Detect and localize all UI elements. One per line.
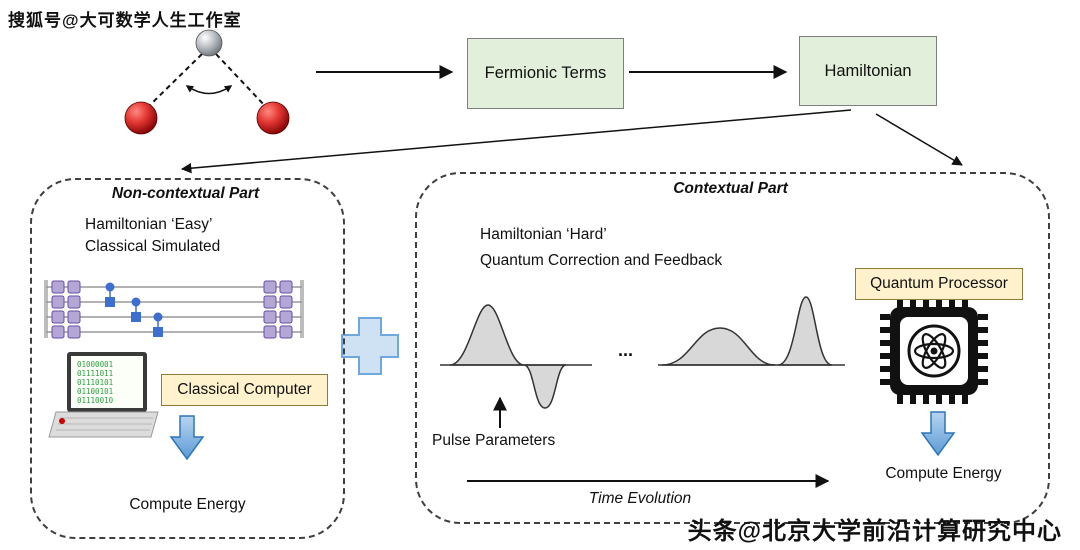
left-compute-energy: Compute Energy bbox=[129, 496, 246, 513]
hamiltonian-box: Hamiltonian bbox=[799, 36, 937, 106]
classical-computer-label: Classical Computer bbox=[177, 381, 312, 398]
left-panel-line1: Hamiltonian ‘Easy’ bbox=[85, 216, 213, 233]
pulse-parameters-label: Pulse Parameters bbox=[432, 432, 556, 449]
contextual-panel bbox=[415, 172, 1050, 524]
binary-line: 01000001 bbox=[77, 360, 113, 369]
non-contextual-panel bbox=[30, 178, 345, 539]
binary-line: 01100101 bbox=[77, 387, 113, 396]
fermionic-terms-label: Fermionic Terms bbox=[484, 64, 607, 82]
contextual-title: Contextual Part bbox=[673, 180, 788, 197]
non-contextual-title: Non-contextual Part bbox=[111, 185, 260, 202]
plus-sign-icon bbox=[341, 317, 399, 375]
laptop-binary-icon: 01000001 01111011 01110101 01100101 0111… bbox=[48, 352, 159, 438]
binary-line: 01110101 bbox=[77, 378, 113, 387]
binary-line: 01111011 bbox=[77, 369, 113, 378]
ellipsis-dots: ... bbox=[618, 340, 634, 360]
time-evolution-label: Time Evolution bbox=[588, 490, 692, 507]
flow-arrows bbox=[180, 65, 963, 174]
right-panel-line2: Quantum Correction and Feedback bbox=[480, 252, 723, 269]
pulse-waveform-2 bbox=[658, 296, 845, 366]
quantum-processor-label: Quantum Processor bbox=[870, 275, 1008, 292]
watermark-bottom: 头条@北京大学前沿计算研究中心 bbox=[687, 518, 1062, 545]
water-molecule-icon bbox=[124, 29, 290, 135]
blue-down-arrow-icon bbox=[920, 411, 956, 457]
right-compute-energy: Compute Energy bbox=[885, 465, 1002, 482]
fermionic-terms-box: Fermionic Terms bbox=[467, 38, 624, 109]
pulse-waveform-1 bbox=[440, 304, 592, 409]
quantum-chip-atom-icon bbox=[880, 298, 988, 404]
hamiltonian-label: Hamiltonian bbox=[824, 61, 912, 80]
quantum-processor-box: Quantum Processor bbox=[855, 268, 1023, 300]
right-panel-line1: Hamiltonian ‘Hard’ bbox=[480, 226, 607, 243]
quantum-circuit-icon bbox=[44, 280, 304, 339]
classical-computer-box: Classical Computer bbox=[161, 374, 328, 406]
blue-down-arrow-icon bbox=[169, 415, 205, 461]
watermark-top: 搜狐号@大可数学人生工作室 bbox=[8, 11, 242, 30]
binary-line: 01110010 bbox=[77, 396, 114, 405]
left-panel-line2: Classical Simulated bbox=[85, 238, 221, 255]
